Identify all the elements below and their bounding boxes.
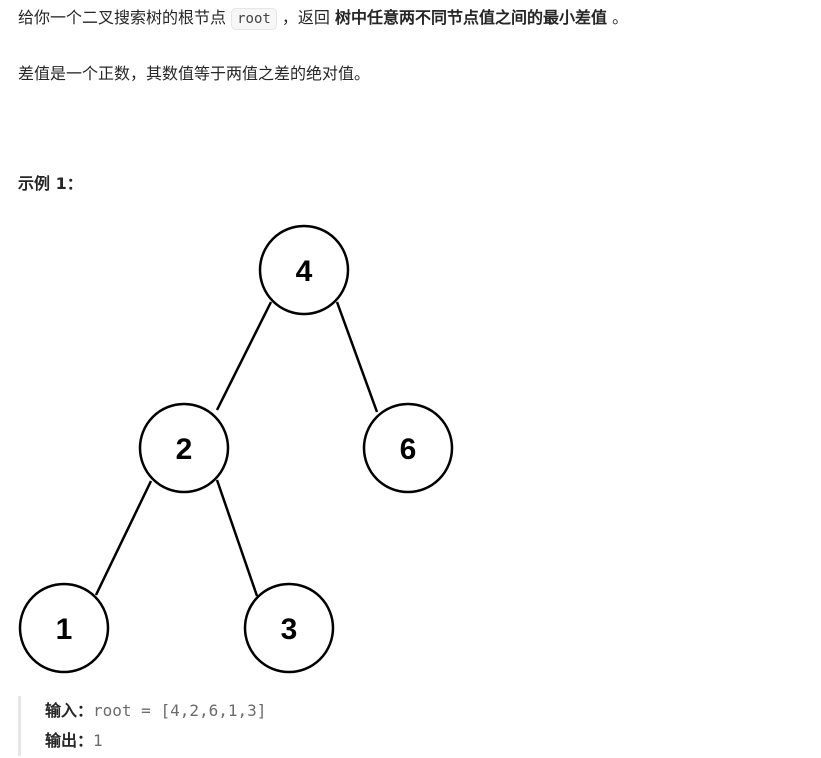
bold-text: 树中任意两不同节点值之间的最小差值 <box>335 8 608 27</box>
node-label: 6 <box>400 433 417 466</box>
example-heading: 示例 1： <box>18 174 83 193</box>
node-label: 2 <box>176 433 193 466</box>
node-label: 4 <box>296 255 313 288</box>
output-value: 1 <box>93 731 103 750</box>
tree-node <box>18 582 110 674</box>
input-value: root = [4,2,6,1,3] <box>93 701 267 720</box>
tree-edge <box>94 480 153 596</box>
node-label: 1 <box>56 613 73 646</box>
text: 给你一个二叉搜索树的根节点 <box>18 8 232 27</box>
text: ，返回 <box>276 8 335 27</box>
tree-node <box>258 224 350 316</box>
tree-edge <box>215 479 259 597</box>
problem-statement: 给你一个二叉搜索树的根节点 root ，返回 树中任意两不同节点值之间的最小差值… <box>18 6 628 31</box>
bst-diagram: 4 2 6 1 3 <box>18 224 454 674</box>
input-label: 输入： <box>45 701 94 720</box>
example-output: 输出：1 <box>45 726 266 756</box>
output-label: 输出： <box>45 731 94 750</box>
tree-node <box>362 402 454 494</box>
difference-definition: 差值是一个正数，其数值等于两值之差的绝对值。 <box>18 64 371 83</box>
example-block: 输入：root = [4,2,6,1,3] 输出：1 <box>18 696 266 756</box>
text: 。 <box>607 8 629 27</box>
tree-edge <box>335 301 379 413</box>
inline-code-root: root <box>231 8 277 30</box>
tree-node <box>138 402 230 494</box>
tree-node <box>243 582 335 674</box>
node-label: 3 <box>281 613 298 646</box>
tree-edge <box>215 301 273 411</box>
example-input: 输入：root = [4,2,6,1,3] <box>45 696 266 726</box>
